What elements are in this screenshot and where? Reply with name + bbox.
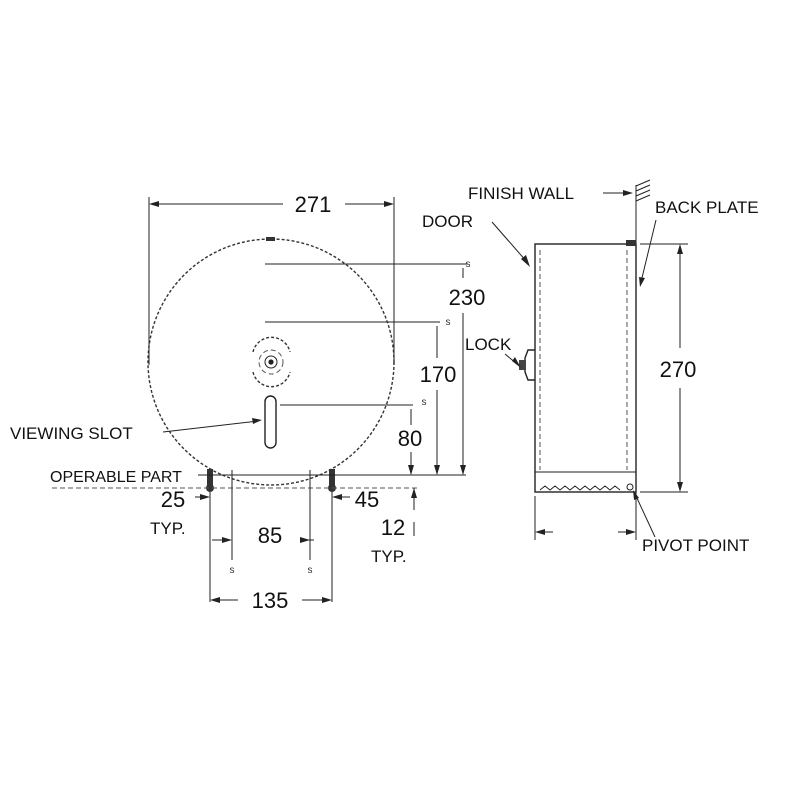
side-view: FINISH WALL LOCK DOOR BACK PLATE [422,179,759,555]
dim-25: 25 [161,487,232,543]
dim-135-label: 135 [252,588,289,613]
dim-230: s 230 [449,259,486,475]
front-view: 271 s 230 s 170 s 80 [10,192,485,613]
s-mark: s [230,565,235,576]
label-door: DOOR [422,212,473,231]
dim-135: 135 [210,588,332,613]
s-mark: s [308,565,313,576]
s-mark: s [446,317,451,328]
dim-85-label: 85 [258,523,282,548]
dim-170-label: 170 [420,362,457,387]
dim-25-label: 25 [161,487,185,512]
lock-icon [252,336,291,388]
label-typ-left: TYP. [150,519,186,538]
wall-hatch-icon [635,179,651,202]
dim-80-label: 80 [398,426,422,451]
dim-85: 85 [258,523,314,548]
s-mark: s [422,397,427,408]
dim-45: 45 [332,487,379,512]
label-back-plate: BACK PLATE [655,198,759,217]
label-finish-wall: FINISH WALL [468,184,574,203]
operable-part-bolt-right [328,469,336,492]
label-typ-right: TYP. [371,547,407,566]
operable-part-bolt-left [206,469,214,492]
dim-270: 270 [640,243,697,493]
viewing-slot [264,395,277,449]
dim-12-label: 12 [381,515,405,540]
dim-80: s 80 [398,397,427,475]
dim-230-label: 230 [449,285,486,310]
dim-12: 12 [381,488,417,540]
dim-45-label: 45 [355,487,379,512]
dim-270-label: 270 [660,357,697,382]
dim-271-label: 271 [295,192,332,217]
label-operable-part: OPERABLE PART [50,469,182,486]
label-lock: LOCK [465,335,512,354]
dim-depth [534,496,636,540]
label-viewing-slot: VIEWING SLOT [10,424,133,443]
label-pivot-point: PIVOT POINT [642,536,749,555]
dim-170: s 170 [420,317,457,475]
serrated-edge [539,485,621,491]
side-lock-icon [519,349,535,381]
pivot-icon [626,483,634,491]
top-tab [266,237,275,241]
dim-271: 271 [148,192,395,365]
side-body [534,243,637,493]
s-mark: s [466,259,471,270]
